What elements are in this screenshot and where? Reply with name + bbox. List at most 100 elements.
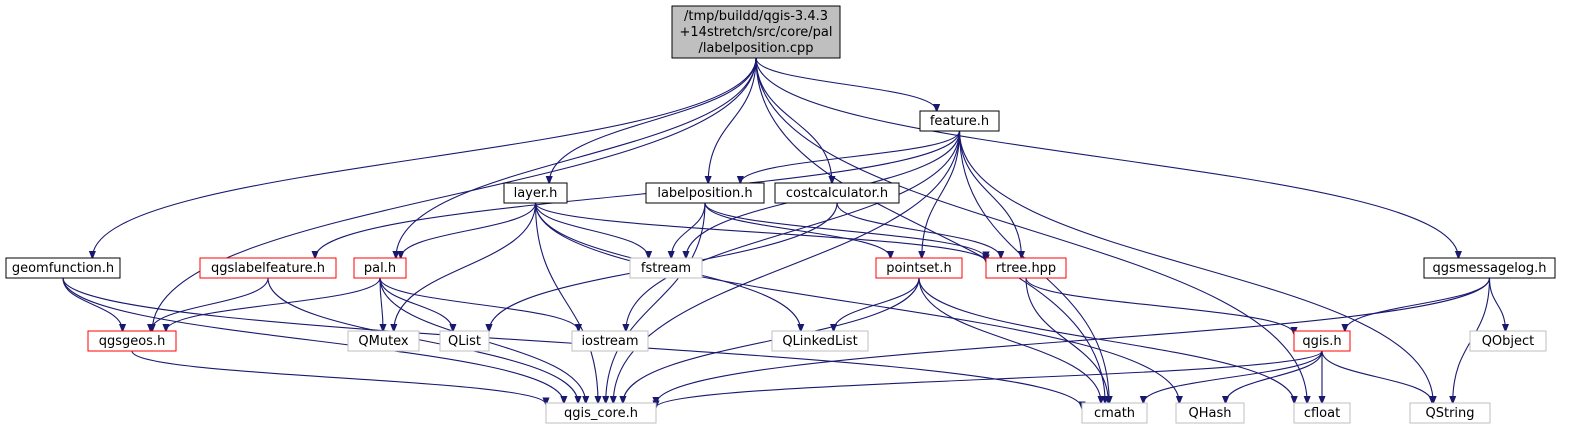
node-box-qlist [439, 330, 490, 352]
node-geomfunction[interactable]: geomfunction.h [5, 257, 121, 279]
edge-root-to-pal [396, 57, 757, 258]
node-label-fstream: fstream [641, 261, 691, 276]
node-box-rtree [985, 257, 1067, 279]
edge-labelposition-to-qgis_core [606, 202, 706, 403]
edge-pal-to-qgsgeos [166, 277, 381, 331]
edge-pointset-to-qgis_core [623, 277, 920, 403]
edge-layer-to-pal [401, 202, 537, 258]
edge-feature-to-rtree [958, 130, 1022, 258]
node-rtree[interactable]: rtree.hpp [985, 257, 1067, 279]
edge-feature-to-qgis_core [613, 130, 961, 403]
node-label-qgsmessagelog: qgsmessagelog.h [1433, 261, 1547, 276]
edge-root-to-qgsgeos [152, 57, 757, 331]
node-box-qgslabelfeature [199, 257, 337, 279]
edge-pal-to-qlist [379, 277, 453, 331]
node-qgsgeos[interactable]: qgsgeos.h [87, 330, 177, 352]
edge-geomfunction-to-qgsgeos [62, 277, 123, 331]
node-label-qlist: QList [448, 334, 481, 349]
edge-root-to-feature [755, 57, 937, 111]
node-costcalculator[interactable]: costcalculator.h [774, 182, 900, 204]
edge-feature-to-qgslabelfeature [315, 130, 961, 258]
node-label-feature: feature.h [930, 114, 989, 129]
node-box-feature [919, 110, 1000, 132]
node-label-qobject: QObject [1482, 334, 1535, 349]
edge-labelposition-to-fstream [671, 202, 706, 258]
edge-feature-to-qstring [958, 130, 1434, 403]
nodes-layer: /tmp/buildd/qgis-3.4.3+14stretch/src/cor… [5, 5, 1556, 424]
node-box-iostream [571, 330, 649, 352]
node-box-root [671, 5, 841, 59]
node-labelposition[interactable]: labelposition.h [645, 182, 765, 204]
edge-labelposition-to-rtree [704, 202, 986, 259]
node-label-layer: layer.h [514, 186, 558, 201]
edges-layer [62, 57, 1506, 409]
edge-qgis-to-cmath [1143, 350, 1323, 403]
node-box-fstream [629, 257, 703, 279]
node-feature[interactable]: feature.h [919, 110, 1000, 132]
node-root[interactable]: /tmp/buildd/qgis-3.4.3+14stretch/src/cor… [671, 5, 841, 59]
node-label-qgsgeos: qgsgeos.h [99, 334, 166, 349]
edge-root-to-geomfunction [92, 57, 757, 258]
node-box-qmutex [347, 330, 420, 352]
edge-qgslabelfeature-to-qgis_core [267, 277, 578, 403]
node-label-geomfunction: geomfunction.h [12, 261, 114, 276]
edge-rtree-to-qgis [1025, 277, 1294, 334]
node-layer[interactable]: layer.h [503, 182, 568, 204]
node-cmath: cmath [1081, 402, 1148, 424]
edge-qgis-to-qstring [1321, 350, 1432, 403]
node-label-cfloat: cfloat [1304, 406, 1340, 421]
node-box-qgsgeos [87, 330, 177, 352]
node-label-iostream: iostream [581, 334, 638, 349]
node-box-qgis_core [545, 402, 657, 424]
node-box-qobject [1469, 330, 1547, 352]
node-box-qgsmessagelog [1423, 257, 1556, 279]
node-qgis_core: qgis_core.h [545, 402, 657, 424]
node-box-cmath [1081, 402, 1148, 424]
node-qgslabelfeature[interactable]: qgslabelfeature.h [199, 257, 337, 279]
node-label-qgis: qgis.h [1302, 334, 1341, 349]
edge-root-to-labelposition [708, 57, 757, 183]
edge-pal-to-iostream [379, 277, 578, 331]
edge-qgsgeos-to-qgis_core [131, 350, 546, 405]
node-box-pointset [875, 257, 963, 279]
edge-feature-to-iostream [626, 130, 961, 331]
edge-pointset-to-qlinkedlist [834, 277, 920, 331]
node-qstring: QString [1409, 402, 1491, 424]
edge-pointset-to-cmath [918, 277, 1101, 403]
edge-layer-to-qmutex [394, 202, 537, 331]
node-qgsmessagelog[interactable]: qgsmessagelog.h [1423, 257, 1556, 279]
node-pointset[interactable]: pointset.h [875, 257, 963, 279]
node-label-qhash: QHash [1189, 406, 1232, 421]
edge-root-to-cmath [755, 57, 1105, 403]
node-box-qlinkedlist [771, 330, 869, 352]
node-label-qgslabelfeature: qgslabelfeature.h [211, 261, 325, 276]
node-box-qstring [1409, 402, 1491, 424]
node-qgis[interactable]: qgis.h [1293, 330, 1351, 352]
edge-costcalculator-to-rtree [836, 202, 1001, 258]
edge-rtree-to-cmath [1025, 277, 1108, 403]
node-box-layer [503, 182, 568, 204]
node-qlinkedlist: QLinkedList [771, 330, 869, 352]
node-box-pal [353, 257, 407, 279]
edge-root-to-qgsmessagelog [755, 57, 1458, 258]
node-box-costcalculator [774, 182, 900, 204]
node-qhash: QHash [1175, 402, 1245, 424]
edge-qgsmessagelog-to-qobject [1488, 277, 1506, 331]
node-iostream: iostream [571, 330, 649, 352]
node-pal[interactable]: pal.h [353, 257, 407, 279]
node-label-labelposition: labelposition.h [657, 186, 752, 201]
node-label-root: /tmp/buildd/qgis-3.4.3 [684, 9, 828, 24]
edge-labelposition-to-pointset [704, 202, 890, 258]
edge-layer-to-fstream [534, 202, 649, 258]
edge-layer-to-qgis_core [534, 202, 599, 403]
edge-qgsmessagelog-to-qgis_core [656, 277, 1491, 404]
node-qmutex: QMutex [347, 330, 420, 352]
edge-pal-to-qmutex [380, 277, 383, 331]
edge-pointset-to-cfloat [918, 277, 1294, 403]
node-qobject: QObject [1469, 330, 1547, 352]
node-label-qmutex: QMutex [358, 334, 409, 349]
node-box-qhash [1175, 402, 1245, 424]
edge-qgslabelfeature-to-qgsgeos [151, 277, 269, 331]
node-label-qstring: QString [1425, 406, 1474, 421]
node-cfloat: cfloat [1293, 402, 1351, 424]
